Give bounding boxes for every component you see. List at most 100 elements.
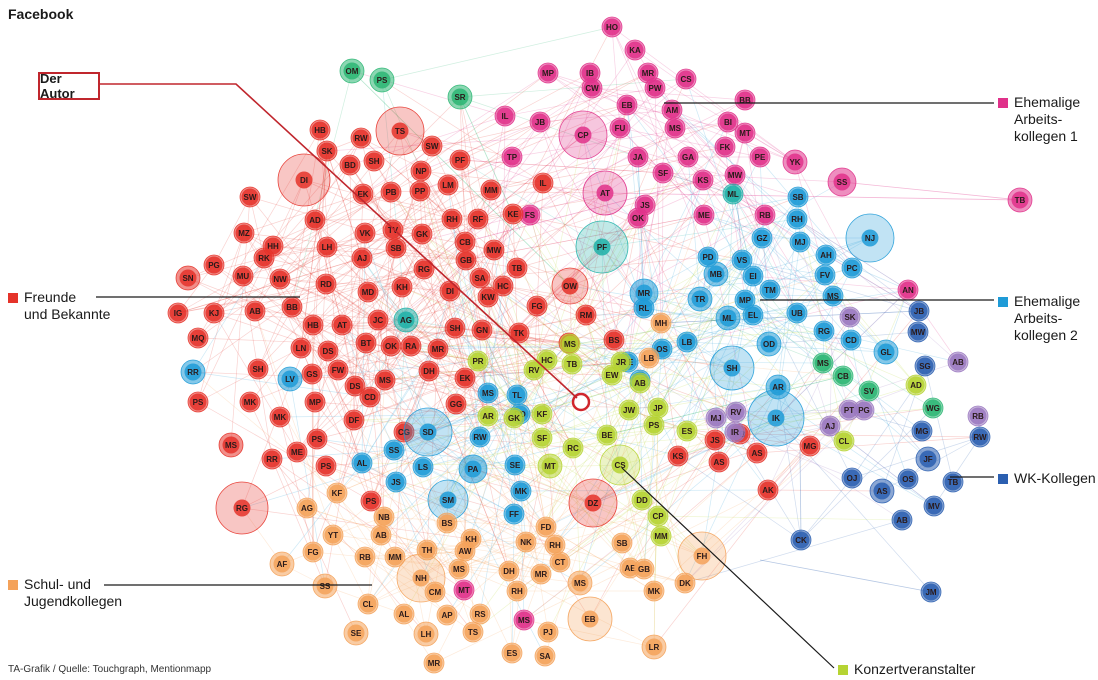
node-label: IL: [539, 179, 546, 188]
node-label: FK: [720, 143, 731, 152]
network-edge: [257, 257, 363, 370]
node-kollegen2: CD: [840, 329, 862, 351]
network-edge: [592, 455, 679, 504]
node-core: [510, 324, 528, 342]
node-label: KE: [507, 210, 519, 219]
node-core: [482, 181, 500, 199]
node-kollegen1: FS: [519, 204, 541, 226]
node-kollegen1: PE: [749, 146, 771, 168]
node-core: [420, 362, 438, 380]
node-label: FW: [332, 366, 345, 375]
network-edge: [395, 481, 436, 593]
network-edge: [213, 232, 366, 314]
node-label: GB: [460, 256, 472, 265]
node-core: [357, 334, 375, 352]
node-core: [471, 605, 489, 623]
network-edge: [390, 345, 429, 433]
node-core: [283, 298, 301, 316]
node-label: MV: [928, 502, 941, 511]
node-misc_teal: ML: [722, 183, 744, 205]
network-edge: [639, 379, 643, 501]
node-core: [362, 492, 380, 510]
network-edge: [627, 361, 655, 426]
node-core: [372, 526, 390, 544]
node-core: [352, 129, 370, 147]
node-label: SH: [726, 364, 737, 373]
node-core: [438, 514, 456, 532]
network-edge: [243, 232, 467, 261]
network-edge: [243, 193, 364, 234]
author-label: Der Autor: [40, 71, 75, 101]
node-core: [317, 457, 335, 475]
legend-swatch-schul: [8, 580, 18, 590]
node-core: [469, 352, 487, 370]
node-label: DI: [300, 176, 308, 185]
node-label: GB: [638, 565, 650, 574]
network-edge: [419, 104, 628, 192]
node-core: [748, 444, 766, 462]
network-edge: [660, 452, 758, 537]
node-core: [877, 343, 895, 361]
node-freunde: SW: [421, 135, 443, 157]
node-label: LM: [442, 181, 454, 190]
node-label: TS: [395, 127, 406, 136]
node-core: [386, 548, 404, 566]
node-core: [949, 353, 967, 371]
network-edge: [272, 245, 363, 259]
node-core: [306, 393, 324, 411]
node-core: [308, 430, 326, 448]
node-label: MP: [542, 69, 555, 78]
node-label: JA: [633, 153, 643, 162]
node-label: AS: [713, 458, 725, 467]
node-label: SE: [510, 461, 521, 470]
node-freunde: MU: [232, 265, 254, 287]
node-core: [666, 119, 684, 137]
node-kollegen1: MP: [537, 62, 559, 84]
node-konzert: SF: [531, 427, 553, 449]
network-edge: [316, 403, 457, 440]
node-label: MS: [669, 124, 682, 133]
network-edge: [490, 189, 538, 307]
node-core: [551, 553, 569, 571]
legend-kollegen1: Ehemalige Arbeits- kollegen 1: [998, 94, 1080, 145]
node-label: DZ: [588, 499, 599, 508]
node-freunde: AB: [244, 300, 266, 322]
network-edge: [629, 439, 716, 569]
network-edge: [447, 267, 518, 501]
node-kollegen1: EB: [616, 94, 638, 116]
network-edge: [662, 172, 843, 183]
network-edge: [423, 189, 492, 270]
node-core: [546, 536, 564, 554]
node-label: PG: [858, 406, 870, 415]
node-schul: AB: [370, 524, 392, 546]
node-kollegen2: AR: [765, 374, 791, 400]
network-edge: [362, 96, 461, 195]
network-edge: [541, 367, 733, 439]
network-edge: [626, 104, 704, 181]
node-core: [909, 323, 927, 341]
node-wk: AB: [891, 509, 913, 531]
node-core: [359, 283, 377, 301]
network-edge: [513, 417, 549, 633]
node-label: AR: [772, 383, 784, 392]
node-label: MT: [739, 129, 751, 138]
node-core: [916, 357, 934, 375]
node-kollegen1: MS: [664, 117, 686, 139]
legend-label-kollegen2: Ehemalige Arbeits- kollegen 2: [1014, 293, 1081, 343]
node-freunde: TV: [382, 219, 404, 241]
node-core: [539, 623, 557, 641]
node-core: [649, 507, 667, 525]
node-label: MS: [453, 565, 466, 574]
node-kollegen1: FU: [609, 117, 631, 139]
node-label: MS: [518, 616, 531, 625]
node-label: SH: [368, 157, 379, 166]
network-edge: [585, 314, 643, 501]
node-schul: LR: [641, 634, 667, 660]
node-core: [581, 64, 599, 82]
node-freunde: LM: [437, 174, 459, 196]
network-edge: [254, 184, 449, 312]
node-label: SD: [422, 428, 433, 437]
network-edge: [634, 49, 796, 163]
network-edge: [351, 70, 571, 287]
node-core: [382, 183, 400, 201]
